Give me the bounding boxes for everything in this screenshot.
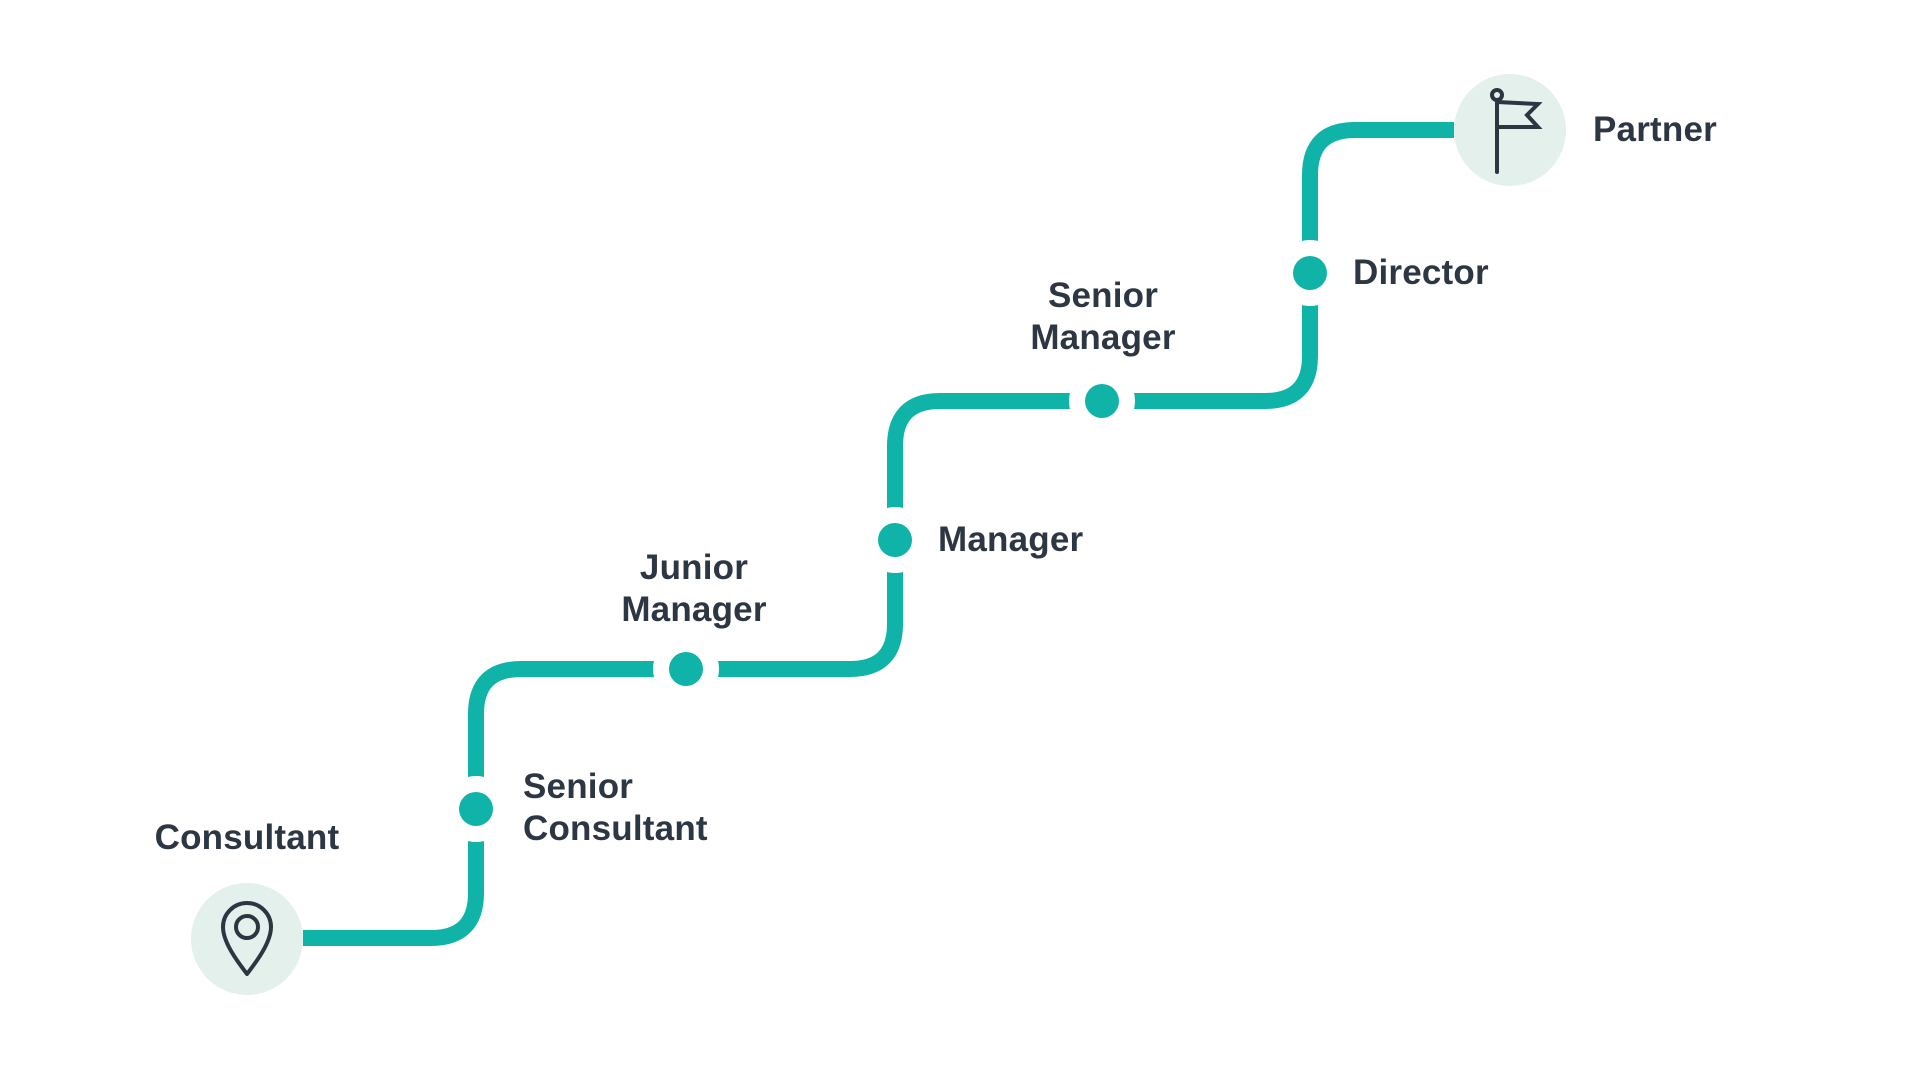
station-label-senior-consultant: Senior Consultant <box>523 767 708 848</box>
station-label-director: Director <box>1353 253 1489 292</box>
milestone-dot-manager <box>878 523 912 557</box>
station-label-manager: Manager <box>938 520 1084 559</box>
start-node <box>191 883 303 995</box>
station-label-junior-manager: Junior Manager <box>621 548 767 629</box>
flag-icon <box>1490 88 1543 174</box>
station-label-consultant: Consultant <box>154 818 340 857</box>
station-label-senior-manager: Senior Manager <box>1030 276 1176 357</box>
milestone-dot-senior-manager <box>1085 384 1119 418</box>
location-pin-icon <box>221 901 273 976</box>
milestone-dot-director <box>1293 256 1327 290</box>
milestone-dot-junior-manager <box>669 652 703 686</box>
end-node-circle <box>1454 74 1566 186</box>
station-label-partner: Partner <box>1593 110 1717 149</box>
milestone-dot-senior-consultant <box>459 792 493 826</box>
end-node <box>1454 74 1566 186</box>
